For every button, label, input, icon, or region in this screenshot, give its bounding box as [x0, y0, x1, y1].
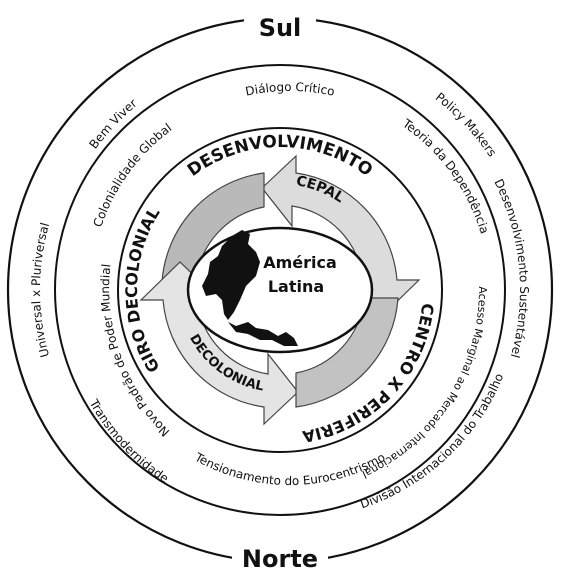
- pole-sul: Sul: [259, 14, 302, 42]
- center-line1: América: [263, 253, 337, 272]
- label-tensionamento: Tensionamento do Eurocentrismo: [192, 450, 388, 488]
- center-line2: Latina: [268, 277, 324, 296]
- pole-norte: Norte: [242, 545, 318, 573]
- pole-bottom-bg: [232, 540, 328, 574]
- label-universal-pluriversal: Universal x Pluriversal: [29, 221, 52, 359]
- label-bem-viver: Bem Viver: [87, 96, 140, 151]
- label-transmodernidade: Transmodernidade: [86, 396, 171, 485]
- latin-america-map: [202, 230, 298, 346]
- pole-top-bg: [244, 8, 316, 42]
- label-dialogo-critico: Diálogo Crítico: [244, 80, 336, 99]
- label-desenvolvimento-sustentavel: Desenvolvimento Sustentável: [491, 177, 531, 360]
- outer-ring-inner: [54, 64, 506, 516]
- arrow-band-right: [295, 297, 399, 408]
- middle-ring-inner: [117, 127, 443, 453]
